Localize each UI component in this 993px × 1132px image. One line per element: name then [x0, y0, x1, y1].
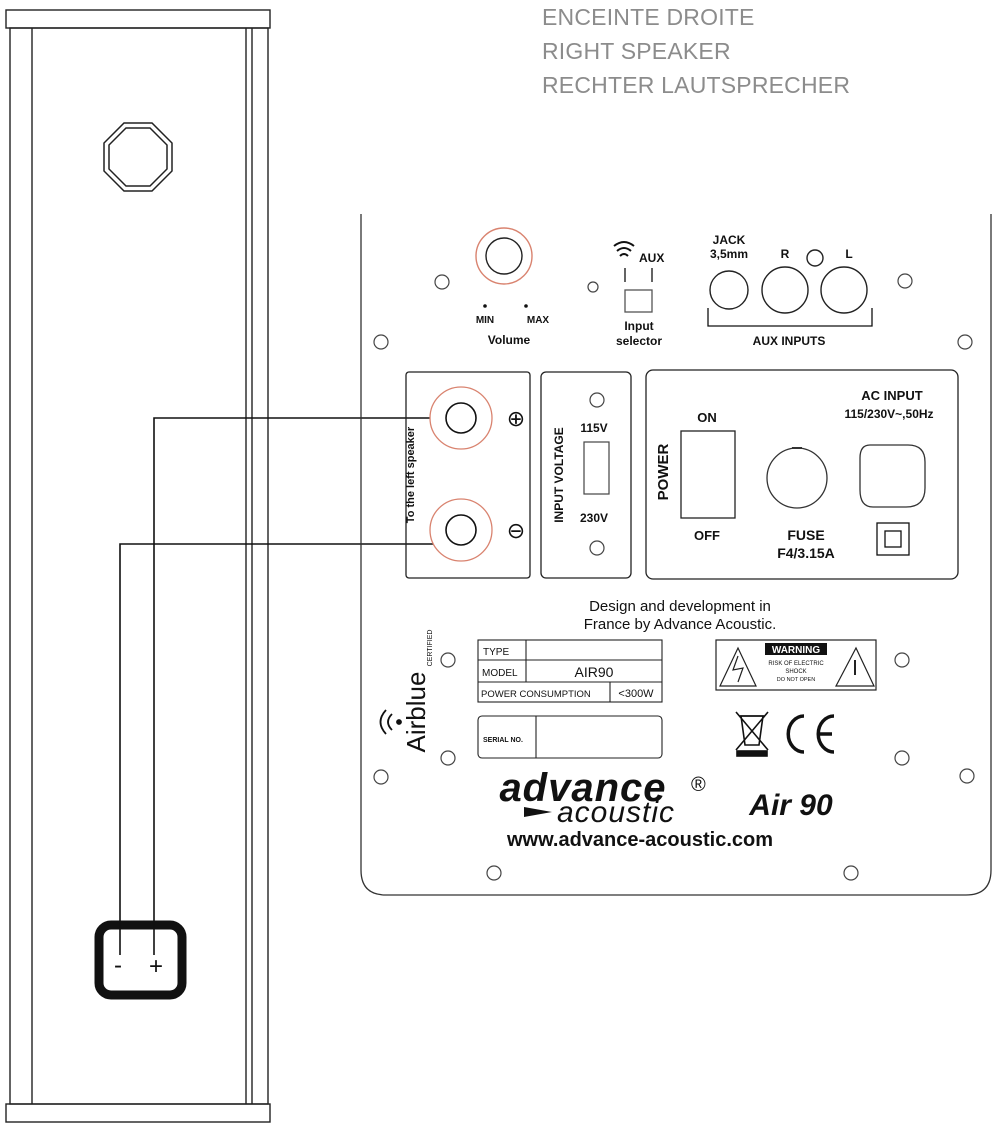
input-voltage-box: [540, 371, 632, 579]
left-speaker-output-label: To the left speaker: [405, 426, 417, 523]
warning-line-2: SHOCK: [785, 669, 806, 675]
wire-positive: [153, 417, 450, 955]
brand-line-2: acoustic: [557, 796, 675, 829]
volume-min-label: MIN: [476, 315, 494, 326]
brand-logo: advance ® acoustic Air 90: [499, 766, 833, 829]
warning-plate: [715, 639, 877, 691]
volume-label: Volume: [488, 333, 531, 347]
wire-negative: [119, 543, 450, 955]
serial-label: SERIAL NO.: [483, 737, 523, 744]
terminal-minus-label: -: [114, 952, 122, 979]
left-speaker-body: [5, 9, 271, 1123]
airblue-name: Airblue: [401, 672, 431, 753]
input-selector-switch[interactable]: [624, 268, 653, 313]
power-box: [645, 369, 959, 580]
design-text-1: Design and development in: [589, 598, 771, 615]
input-selector-label-2: selector: [616, 334, 662, 348]
wifi-icon: [613, 241, 635, 257]
rca-left-socket[interactable]: [820, 266, 868, 314]
airblue-logo: Airblue CERTIFIED: [379, 630, 434, 753]
terminal-negative[interactable]: [429, 498, 493, 562]
rca-l-label: L: [845, 247, 852, 261]
spec-table: [477, 639, 663, 703]
spec-model-value: AIR90: [575, 664, 614, 680]
heading-german: RECHTER LAUTSPRECHER: [542, 72, 851, 98]
jack-label-2: 3,5mm: [710, 247, 748, 261]
fuse-label-1: FUSE: [787, 527, 824, 543]
mounting-screws: [373, 273, 975, 881]
power-switch[interactable]: [680, 430, 736, 519]
ce-mark-icon: [786, 714, 835, 754]
led-indicator: [806, 249, 824, 267]
heading-french: ENCEINTE DROITE: [542, 4, 755, 30]
aux-inputs-label: AUX INPUTS: [753, 334, 826, 348]
design-text-2: France by Advance Acoustic.: [584, 616, 777, 633]
serial-box: [477, 715, 663, 759]
speaker-terminal[interactable]: - +: [94, 920, 187, 1000]
volume-max-label: MAX: [527, 315, 550, 326]
warning-title: WARNING: [772, 645, 821, 656]
spec-model-label: MODEL: [482, 668, 518, 679]
voltage-230-label: 230V: [580, 511, 608, 525]
ac-input-label-1: AC INPUT: [861, 388, 922, 403]
bass-port-icon: [103, 122, 173, 192]
rca-right-socket[interactable]: [761, 266, 809, 314]
warning-line-1: RISK OF ELECTRIC: [768, 661, 824, 667]
rear-panel: MIN MAX Volume AUX Input selector JACK 3…: [360, 214, 992, 896]
spec-type-label: TYPE: [483, 647, 509, 658]
plus-symbol: ⊕: [507, 406, 525, 431]
jack-input-socket[interactable]: [709, 270, 749, 310]
volume-knob[interactable]: [475, 227, 533, 308]
left-speaker-output-box: [405, 371, 531, 579]
weee-bin-icon: [735, 711, 769, 757]
terminal-plus-label: +: [149, 953, 163, 980]
voltage-115-label: 115V: [580, 421, 607, 435]
ac-input-socket[interactable]: [859, 444, 926, 508]
airblue-wave-icon: [379, 709, 402, 735]
power-on-label: ON: [697, 410, 717, 425]
spec-power-value: <300W: [618, 688, 654, 700]
warning-text-block: WARNING RISK OF ELECTRIC SHOCK DO NOT OP…: [765, 643, 827, 683]
terminal-positive[interactable]: [429, 386, 493, 450]
fuse-label-2: F4/3.15A: [777, 545, 835, 561]
input-selector-label-1: Input: [624, 319, 653, 333]
jack-label-1: JACK: [713, 233, 746, 247]
brand-registered: ®: [691, 774, 706, 796]
fuse-holder[interactable]: [766, 447, 828, 509]
brand-model: Air 90: [748, 789, 833, 822]
input-voltage-label: INPUT VOLTAGE: [552, 427, 566, 523]
power-label: POWER: [655, 444, 672, 501]
double-insulation-icon: [876, 522, 910, 556]
aux-selector-label: AUX: [639, 251, 664, 265]
power-off-label: OFF: [694, 528, 720, 543]
brand-line-1: advance: [499, 766, 666, 810]
warning-line-3: DO NOT OPEN: [777, 677, 815, 683]
airblue-certified: CERTIFIED: [427, 630, 434, 667]
minus-symbol: ⊖: [507, 518, 525, 543]
voltage-selector-switch[interactable]: [583, 441, 610, 495]
ac-input-label-2: 115/230V~,50Hz: [844, 407, 933, 421]
spec-power-label: POWER CONSUMPTION: [481, 689, 591, 700]
rca-r-label: R: [781, 247, 790, 261]
heading-english: RIGHT SPEAKER: [542, 38, 731, 64]
website-url: www.advance-acoustic.com: [506, 829, 773, 851]
